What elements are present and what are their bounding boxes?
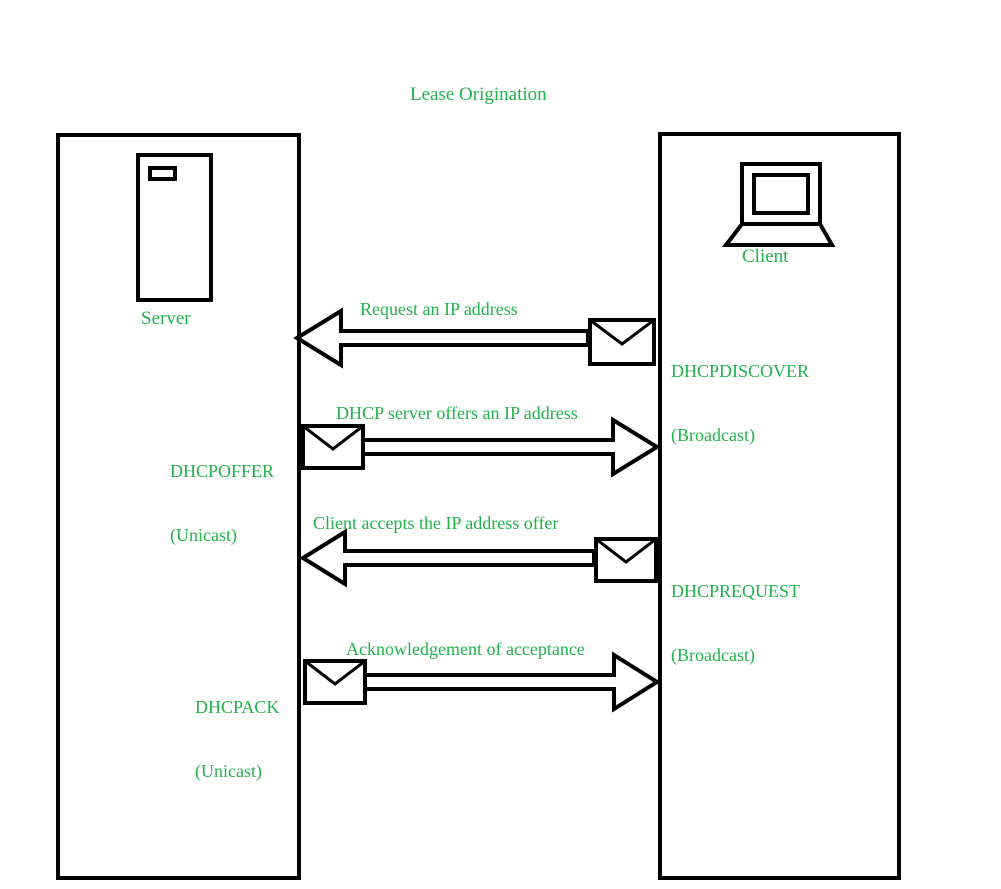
message-caption-4: Acknowledgement of acceptance [346,639,585,659]
message-type-name-1: DHCPDISCOVER [671,361,810,382]
message-type-label-2: DHCPOFFER (Unicast) [170,419,274,589]
envelope-icon-2 [301,424,365,470]
envelope-icon-3 [594,537,658,583]
message-type-name-3: DHCPREQUEST [671,581,801,602]
message-type-label-4: DHCPACK (Unicast) [195,655,279,825]
laptop-icon [721,162,836,247]
client-lane-box [658,132,901,880]
message-arrow-4 [362,651,661,713]
server-tower-icon [136,153,213,302]
message-caption-1: Request an IP address [360,299,518,319]
message-arrow-3 [299,528,596,588]
message-type-cast-4: (Unicast) [195,761,262,782]
envelope-icon-4 [303,659,367,705]
page-title: Lease Origination [410,84,547,105]
message-type-label-1: DHCPDISCOVER (Broadcast) [671,319,809,489]
message-type-label-3: DHCPREQUEST (Broadcast) [671,539,800,709]
client-actor-label: Client [742,246,789,267]
message-type-name-2: DHCPOFFER [170,461,275,482]
envelope-icon-1 [588,318,656,366]
message-type-cast-3: (Broadcast) [671,645,755,666]
message-type-name-4: DHCPACK [195,697,280,718]
server-lane-box [56,133,301,880]
message-type-cast-1: (Broadcast) [671,425,755,446]
message-arrow-2 [360,416,661,478]
server-actor-label: Server [141,308,191,329]
message-caption-3: Client accepts the IP address offer [313,513,559,533]
message-caption-2: DHCP server offers an IP address [336,403,578,423]
message-type-cast-2: (Unicast) [170,525,237,546]
